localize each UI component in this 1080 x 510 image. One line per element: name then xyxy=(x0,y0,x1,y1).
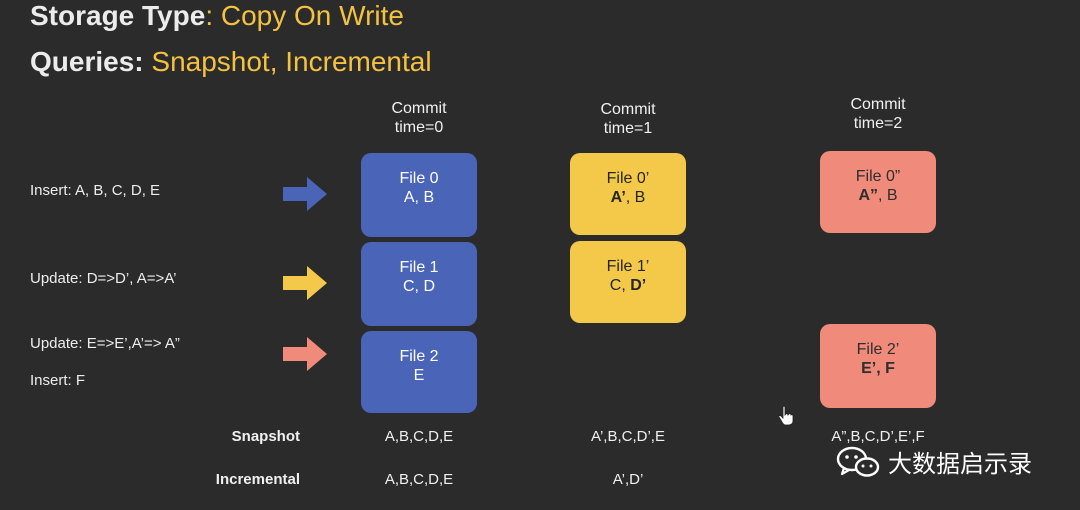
file-2-t0-name: File 2 xyxy=(399,348,439,365)
file-1-t1-changed: D’ xyxy=(630,277,647,294)
storage-type-value: : Copy On Write xyxy=(205,0,404,31)
op-insert-2: Insert: F xyxy=(30,372,86,389)
file-0-t0-content: A, B xyxy=(403,189,435,206)
snapshot-label: Snapshot xyxy=(231,428,300,445)
file-1-t1: File 1’ C, D’ xyxy=(570,241,686,323)
file-0-t1-changed: A’ xyxy=(610,189,626,206)
snapshot-t0: A,B,C,D,E xyxy=(384,428,454,445)
file-0-t1: File 0’ A’, B xyxy=(570,153,686,235)
queries-heading: Queries: Snapshot, Incremental xyxy=(30,46,432,78)
file-0-t1-name: File 0’ xyxy=(606,170,650,187)
file-2-t2-content: E’, F xyxy=(820,359,936,378)
watermark-text: 大数据启示录 xyxy=(888,451,1032,478)
storage-type-heading: Storage Type: Copy On Write xyxy=(30,0,404,32)
file-1-t0: File 1 C, D xyxy=(361,242,477,326)
file-2-t0-content: E xyxy=(413,367,425,384)
file-1-t0-name: File 1 xyxy=(399,259,439,276)
incremental-t0: A,B,C,D,E xyxy=(384,471,454,488)
file-0-t0-name: File 0 xyxy=(399,170,439,187)
file-1-t0-content: C, D xyxy=(403,278,435,295)
file-2-t2: File 2’ E’, F xyxy=(820,324,936,408)
commit-header-0-line2: time=0 xyxy=(394,119,444,136)
file-0-t1-content: A’, B xyxy=(570,188,686,207)
file-1-t1-name: File 1’ xyxy=(606,258,650,275)
commit-header-0-line1: Commit xyxy=(391,100,447,117)
file-1-t1-content: C, D’ xyxy=(570,276,686,295)
incremental-t1: A’,D’ xyxy=(612,471,644,488)
snapshot-t1: A’,B,C,D’,E xyxy=(591,428,665,445)
file-2-t0: File 2 E xyxy=(361,331,477,413)
commit-header-1-line2: time=1 xyxy=(603,120,653,137)
commit-header-2-line1: Commit xyxy=(850,96,906,113)
commit-header-1-line1: Commit xyxy=(600,101,656,118)
file-2-t2-name: File 2’ xyxy=(856,341,900,358)
file-0-t2-content: A”, B xyxy=(820,186,936,205)
file-2-t2-changed: E’, F xyxy=(861,360,895,377)
op-insert: Insert: A, B, C, D, E xyxy=(30,182,161,199)
salmon-arrow-icon xyxy=(283,337,327,371)
file-0-t2-changed: A” xyxy=(858,187,878,204)
queries-label: Queries: xyxy=(30,46,144,77)
commit-header-2-line2: time=2 xyxy=(853,115,903,132)
watermark: 大数据启示录 xyxy=(836,444,1032,479)
wechat-icon xyxy=(836,446,880,477)
commit-header-2: Commit time=2 xyxy=(818,95,938,133)
blue-arrow-icon xyxy=(283,177,327,211)
file-0-t2-name: File 0” xyxy=(855,168,901,185)
file-0-t1-rest: , B xyxy=(625,189,646,206)
commit-header-1: Commit time=1 xyxy=(568,100,688,138)
file-0-t2-rest: , B xyxy=(878,187,898,204)
file-0-t2: File 0” A”, B xyxy=(820,151,936,233)
file-0-t0: File 0 A, B xyxy=(361,153,477,237)
commit-header-0: Commit time=0 xyxy=(359,99,479,137)
yellow-arrow-icon xyxy=(283,266,327,300)
file-1-t1-rest: C, xyxy=(609,277,631,294)
op-update-2: Update: E=>E’,A’=> A” xyxy=(30,335,180,352)
op-update-1: Update: D=>D’, A=>A’ xyxy=(30,270,177,287)
incremental-label: Incremental xyxy=(215,471,300,488)
storage-type-label: Storage Type xyxy=(30,0,206,31)
hand-cursor-icon xyxy=(778,406,794,426)
queries-value: Snapshot, Incremental xyxy=(143,46,432,77)
snapshot-t2: A”,B,C,D’,E’,F xyxy=(831,428,925,445)
